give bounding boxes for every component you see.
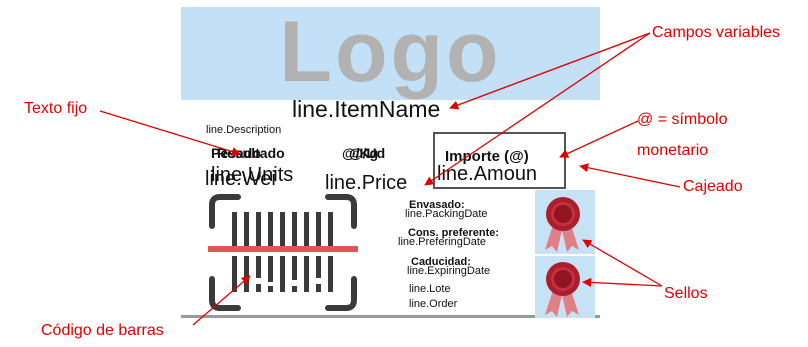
envasado-label: Envasado: [409,199,465,211]
price-field: line.Price [325,172,408,194]
weight-field: line.Wei [205,168,276,190]
cons-preferente-label: Cons. preferente: [408,227,500,239]
item-name-field: line.ItemName [292,96,441,122]
annotation-cajeado: Cajeado [683,178,743,195]
award-seal-icon [545,197,580,252]
annotation-simbolo-line2: monetario [637,142,709,159]
logo-box [181,7,600,100]
annotation-simbolo-line1: @ = símbolo [637,111,728,128]
logo-text: Logo [279,4,502,100]
caducidad-value: line.ExpiringDate [407,265,491,277]
annotation-arrows [99,32,681,326]
importe-label: Importe (@) [445,148,529,165]
order-field: line.Order [409,298,458,310]
annotation-codigo-barras: Código de barras [41,322,164,339]
per-kg-label: @/Kg [342,145,379,161]
amount-field: line.Amoun [437,163,538,185]
description-field: line.Description [206,124,282,136]
annotation-sellos: Sellos [664,285,708,302]
units-field: line.Units [211,164,294,186]
barcode-scan-icon [208,194,358,311]
amount-box [433,132,566,189]
per-unit-label: @/Ud [349,145,386,161]
lote-field: line.Lote [409,283,451,295]
caducidad-label: Caducidad: [411,256,471,268]
envasado-value: line.PackingDate [405,208,488,220]
cons-preferente-value: line.PreferingDate [398,236,487,248]
annotation-campos-variables: Campos variables [652,24,781,41]
label-bottom-border [181,315,600,318]
annotation-texto-fijo: Texto fijo [24,100,88,117]
award-seal-icon [545,262,580,317]
